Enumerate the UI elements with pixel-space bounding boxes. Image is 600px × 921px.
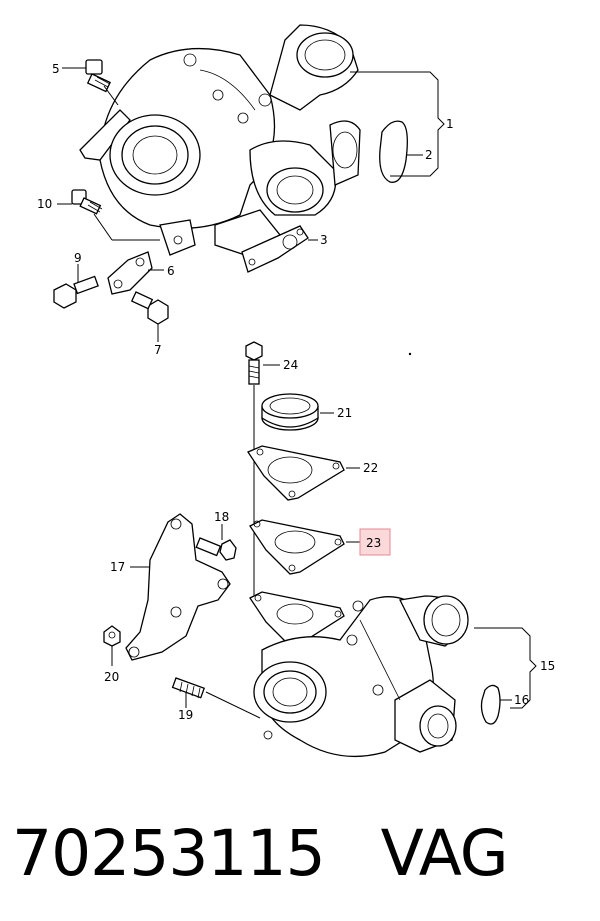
callout-9: 9 xyxy=(74,251,82,265)
callout-20: 20 xyxy=(104,670,119,684)
callout-21: 21 xyxy=(337,406,352,420)
callout-10: 10 xyxy=(37,197,52,211)
seal-ring-part xyxy=(379,120,408,183)
callout-1: 1 xyxy=(446,117,454,131)
callout-16: 16 xyxy=(514,693,529,707)
callout-5: 5 xyxy=(52,62,60,76)
bolt-part-5 xyxy=(85,59,111,93)
part-footer: 70253115 VAG xyxy=(12,808,592,898)
callout-17: 17 xyxy=(110,560,125,574)
stud-part-18 xyxy=(195,537,237,561)
highlight-box-23 xyxy=(359,528,391,556)
callout-3: 3 xyxy=(320,233,328,247)
bolt-part-10 xyxy=(71,189,103,215)
nut-part-20 xyxy=(103,625,121,647)
callout-18: 18 xyxy=(214,510,229,524)
part-number: 70253115 xyxy=(12,816,326,890)
lower-turbocharger-assembly xyxy=(249,591,469,758)
bracket-part-6 xyxy=(107,251,153,295)
dot-marker xyxy=(408,352,412,356)
stud-part-19 xyxy=(171,677,206,699)
upper-turbocharger-assembly xyxy=(79,24,361,256)
callout-24: 24 xyxy=(283,358,298,372)
gasket-part-23 xyxy=(249,519,345,575)
leader-lines-upper xyxy=(57,67,445,342)
callout-7: 7 xyxy=(154,343,162,357)
callout-19: 19 xyxy=(178,708,193,722)
ring-part-21 xyxy=(261,393,319,431)
callout-23: 23 xyxy=(366,536,381,550)
bolt-part-7 xyxy=(130,291,169,325)
callout-15: 15 xyxy=(540,659,555,673)
bolt-part-24 xyxy=(245,341,263,385)
seal-part-16 xyxy=(480,684,501,725)
callout-6: 6 xyxy=(167,264,175,278)
bolt-part-9 xyxy=(53,275,99,309)
bracket-part-17 xyxy=(125,513,231,661)
brand-name: VAG xyxy=(380,816,509,890)
flange-part-22 xyxy=(247,445,345,501)
callout-2: 2 xyxy=(425,148,433,162)
callout-22: 22 xyxy=(363,461,378,475)
